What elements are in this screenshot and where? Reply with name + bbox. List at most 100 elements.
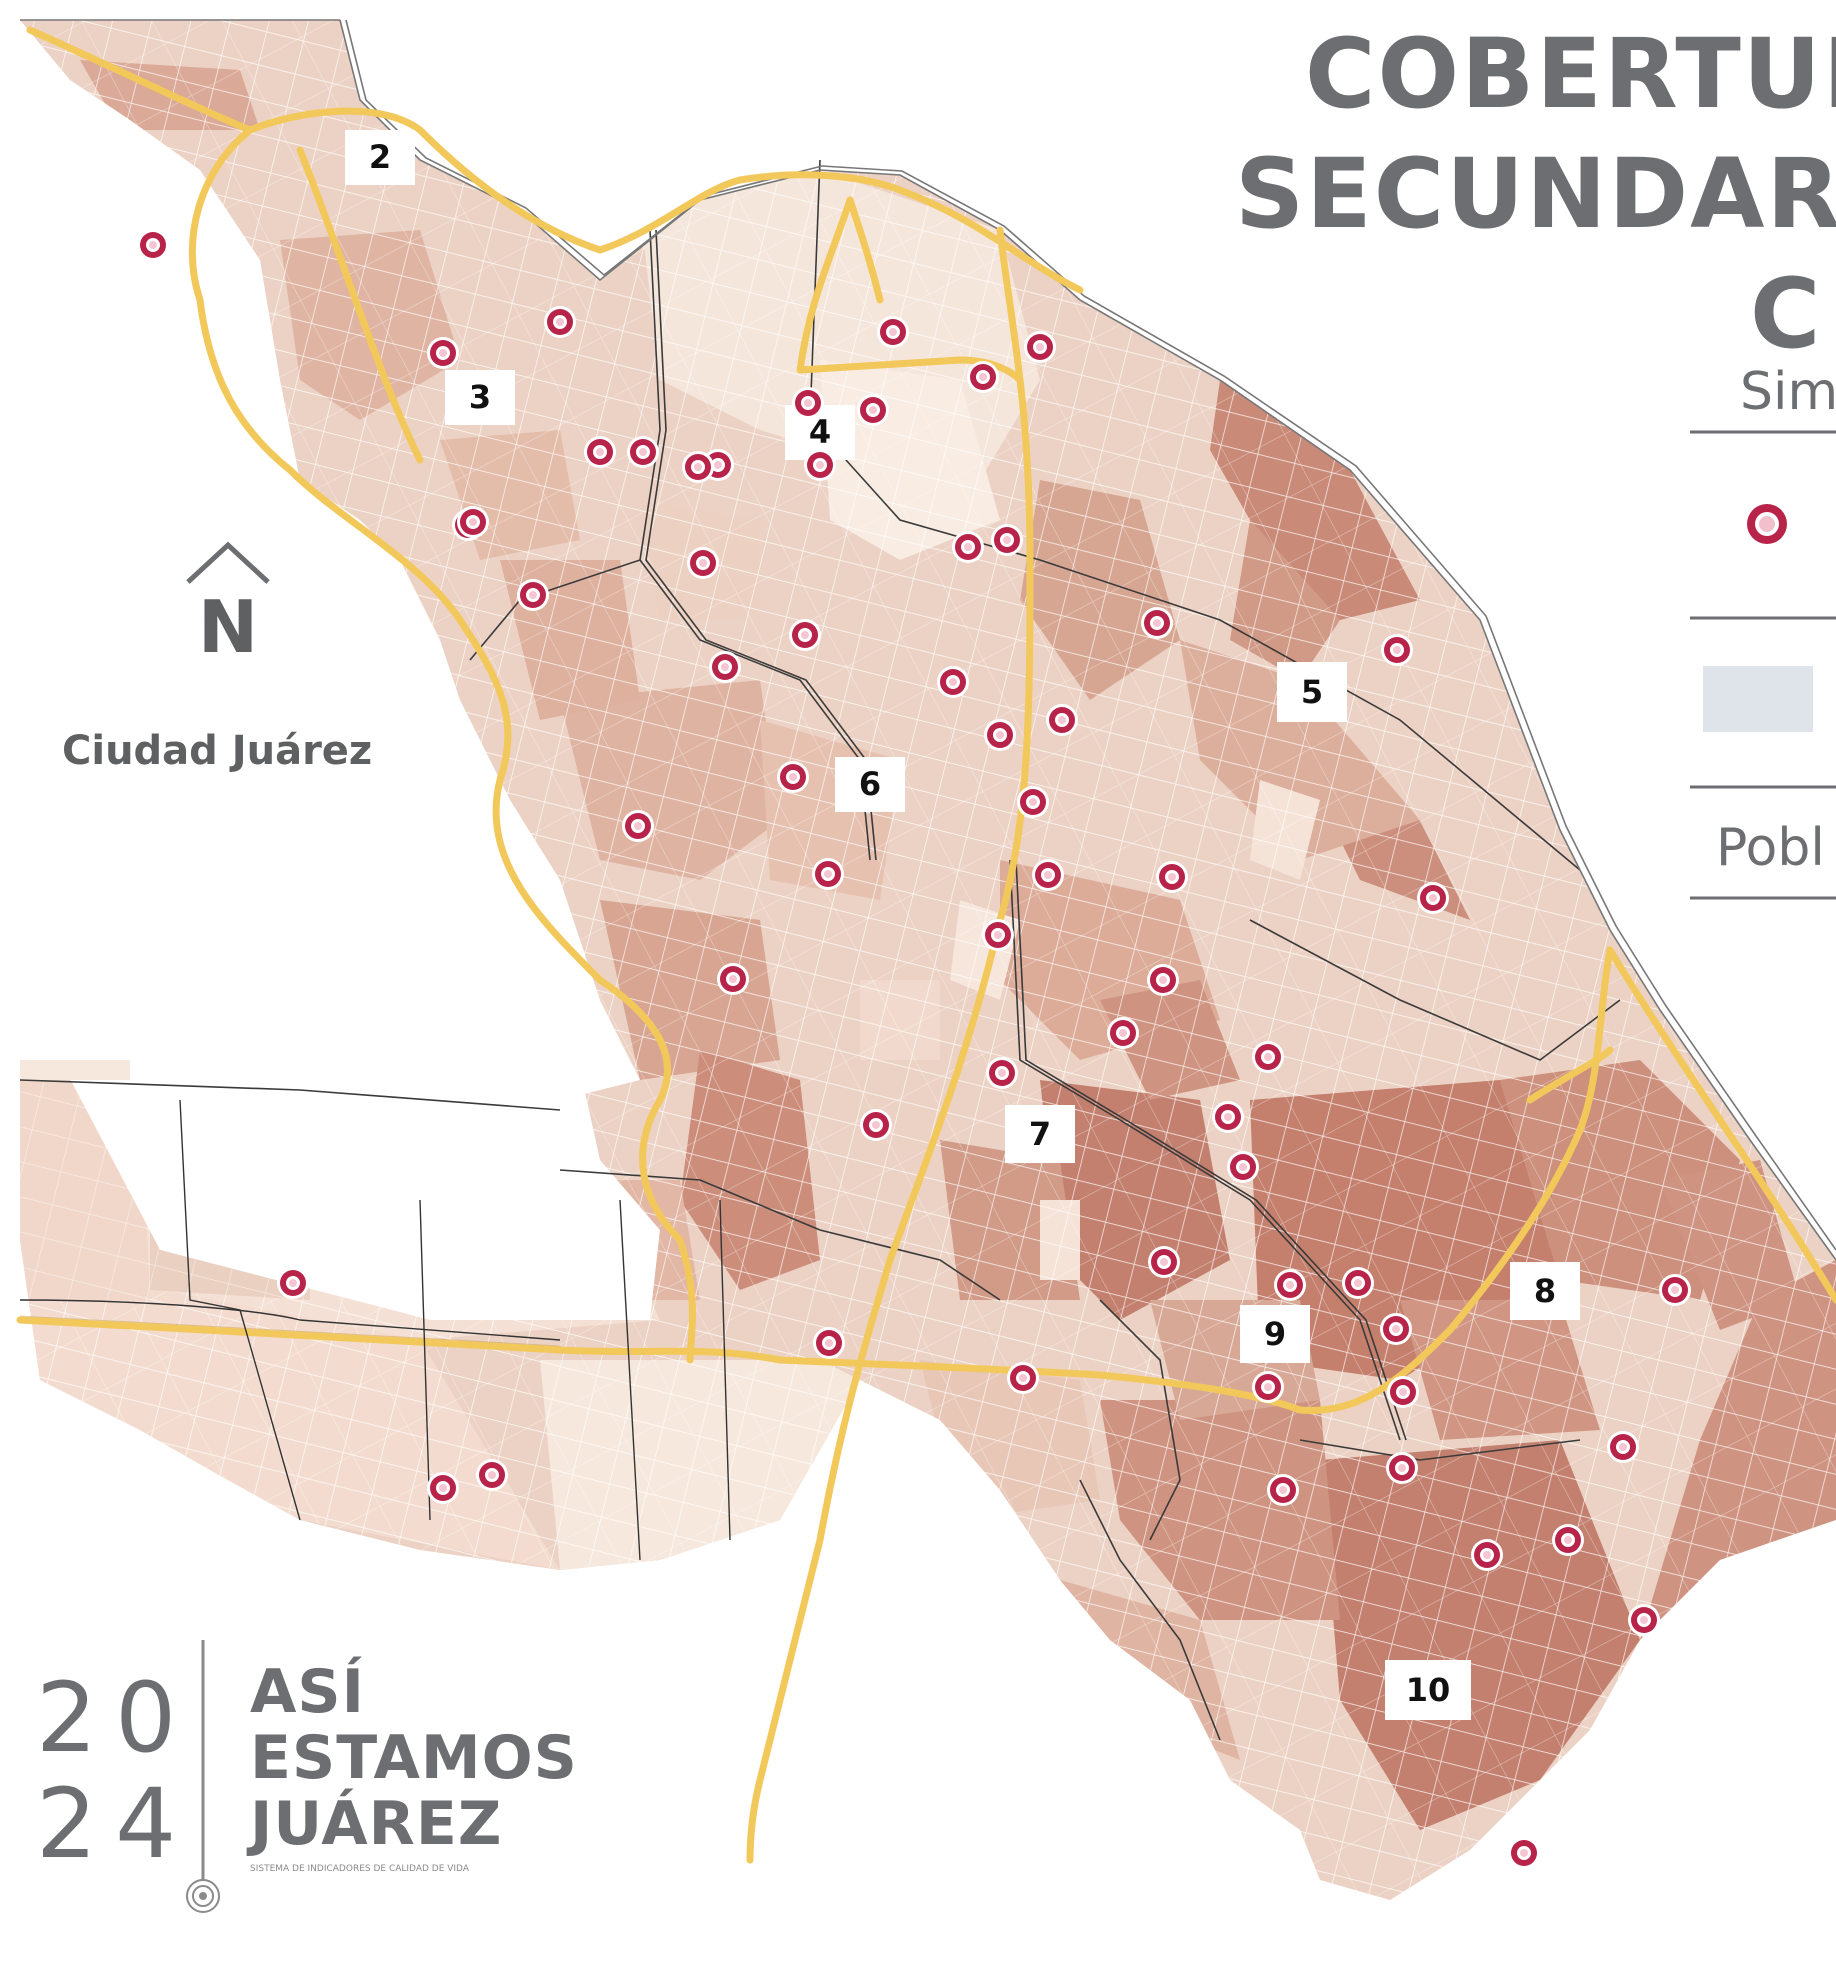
- district-label: 9: [1240, 1305, 1310, 1363]
- school-marker-icon: [1386, 1452, 1418, 1484]
- school-marker-icon: [544, 306, 576, 338]
- school-marker-icon: [717, 963, 749, 995]
- school-marker-icon: [1148, 1246, 1180, 1278]
- svg-text:8: 8: [1534, 1272, 1556, 1310]
- school-marker-icon: [813, 1327, 845, 1359]
- school-marker-icon: [1252, 1041, 1284, 1073]
- school-marker-icon: [1032, 859, 1064, 891]
- school-marker-icon: [857, 394, 889, 426]
- svg-text:2: 2: [369, 138, 391, 176]
- svg-text:3: 3: [469, 378, 491, 416]
- school-marker-icon: [952, 531, 984, 563]
- school-marker-icon: [1380, 1313, 1412, 1345]
- svg-text:10: 10: [1406, 1671, 1451, 1709]
- school-marker-icon: [1212, 1101, 1244, 1133]
- school-marker-icon: [1659, 1274, 1691, 1306]
- district-labels: 2 3 4 5 6 7 8: [345, 130, 1580, 1720]
- map-title-line1: COBERTURA: [1305, 18, 1836, 130]
- school-marker-icon: [812, 858, 844, 890]
- school-marker-icon: [1508, 1837, 1540, 1869]
- school-marker-icon: [986, 1057, 1018, 1089]
- school-marker-icon: [1267, 1474, 1299, 1506]
- district-label: 2: [345, 130, 415, 185]
- school-marker-icon: [777, 761, 809, 793]
- school-marker-icon: [682, 451, 714, 483]
- svg-text:9: 9: [1264, 1315, 1286, 1353]
- school-marker-icon: [877, 316, 909, 348]
- school-markers: [137, 229, 1691, 1869]
- district-label: 8: [1510, 1262, 1580, 1320]
- school-marker-icon: [622, 810, 654, 842]
- school-marker-icon: [1381, 634, 1413, 666]
- school-marker-icon: [860, 1109, 892, 1141]
- district-label: 6: [835, 757, 905, 812]
- district-label: 7: [1005, 1105, 1075, 1163]
- school-marker-icon: [137, 229, 169, 261]
- legend-nodata-swatch: [1703, 666, 1813, 732]
- school-marker-icon: [1017, 786, 1049, 818]
- school-marker-icon: [991, 524, 1023, 556]
- north-arrow-icon: N: [186, 541, 270, 669]
- brand-year-bottom: 24: [36, 1768, 195, 1880]
- school-marker-icon: [1417, 882, 1449, 914]
- school-marker-icon: [1147, 964, 1179, 996]
- brand-line3: JUÁREZ: [250, 1789, 503, 1859]
- school-marker-icon: [984, 719, 1016, 751]
- school-marker-icon: [804, 449, 836, 481]
- school-marker-icon: [457, 506, 489, 538]
- school-marker-icon: [627, 436, 659, 468]
- unshaded-area: [20, 160, 640, 1100]
- school-marker-icon: [1252, 1371, 1284, 1403]
- svg-text:6: 6: [859, 765, 881, 803]
- svg-text:5: 5: [1301, 673, 1323, 711]
- school-marker-icon: [476, 1459, 508, 1491]
- school-marker-icon: [427, 337, 459, 369]
- school-marker-icon: [1628, 1604, 1660, 1636]
- legend-heading: Sim: [1740, 362, 1836, 422]
- school-marker-icon: [1471, 1539, 1503, 1571]
- school-marker-icon: [1342, 1267, 1374, 1299]
- legend-population-label: Pobl: [1716, 818, 1825, 878]
- school-marker-icon: [1156, 861, 1188, 893]
- school-marker-icon: [584, 436, 616, 468]
- north-label: N: [198, 585, 258, 669]
- school-marker-icon: [1007, 1362, 1039, 1394]
- school-marker-icon: [1141, 607, 1173, 639]
- school-marker-icon: [982, 919, 1014, 951]
- school-marker-icon: [1107, 1017, 1139, 1049]
- school-marker-icon: [427, 1472, 459, 1504]
- school-marker-icon: [1046, 704, 1078, 736]
- legend-school-marker-icon: [1747, 504, 1787, 544]
- school-marker-icon: [792, 387, 824, 419]
- school-marker-icon: [967, 361, 999, 393]
- brand-year-top: 20: [36, 1662, 195, 1774]
- school-marker-icon: [1552, 1524, 1584, 1556]
- school-marker-icon: [709, 651, 741, 683]
- district-label: 5: [1277, 662, 1347, 722]
- map-title-line3: C: [1750, 258, 1823, 370]
- school-marker-icon: [1227, 1151, 1259, 1183]
- school-marker-icon: [517, 579, 549, 611]
- svg-text:4: 4: [809, 413, 831, 451]
- district-label: 10: [1385, 1660, 1471, 1720]
- school-marker-icon: [277, 1267, 309, 1299]
- map-title-line2: SECUNDARIA: [1235, 138, 1836, 250]
- legend: [1690, 430, 1836, 900]
- brand-line2: ESTAMOS: [250, 1723, 578, 1793]
- target-icon: [186, 1879, 220, 1913]
- school-marker-icon: [789, 619, 821, 651]
- school-marker-icon: [1274, 1269, 1306, 1301]
- brand-mark: [186, 1640, 220, 1913]
- district-boundaries: [19, 159, 1621, 1741]
- brand-tagline: SISTEMA DE INDICADORES DE CALIDAD DE VID…: [250, 1864, 469, 1874]
- school-marker-icon: [937, 666, 969, 698]
- district-label: 3: [445, 370, 515, 425]
- school-marker-icon: [1607, 1431, 1639, 1463]
- school-marker-icon: [687, 547, 719, 579]
- school-marker-icon: [1024, 331, 1056, 363]
- svg-text:7: 7: [1029, 1115, 1051, 1153]
- main-roads: [16, 26, 1836, 1864]
- city-label: Ciudad Juárez: [62, 728, 373, 774]
